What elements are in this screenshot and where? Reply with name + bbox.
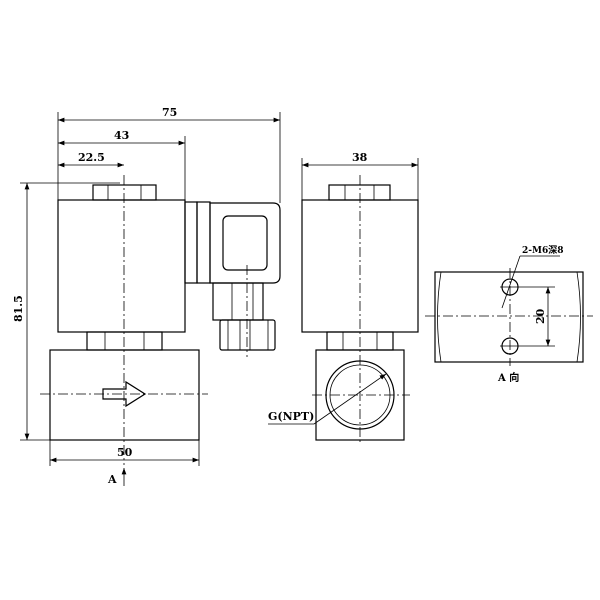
dim-50: 50 [117,446,133,459]
dim-81-5: 81.5 [12,295,25,322]
dim-43: 43 [114,129,129,142]
dim-75: 75 [162,106,177,119]
flow-arrow-icon [102,380,147,408]
a-view: 20 2-M6深8 A 向 [425,244,593,384]
holes-label: 2-M6深8 [522,244,564,256]
coil [57,199,186,333]
side-view: 38 G(NPT) [268,151,419,445]
dim-20: 20 [534,308,547,324]
front-view: 75 43 22.5 81.5 50 A [12,106,281,486]
dim-38: 38 [352,151,368,164]
view-title: A 向 [497,371,519,384]
top-nut [92,184,157,201]
connector [209,202,281,284]
dim-22-5: 22.5 [78,151,105,164]
valve-body [49,349,200,441]
thread-label: G(NPT) [268,410,314,423]
bottom-nut [86,331,163,351]
plug [219,319,276,351]
view-arrow-label: A [107,473,117,486]
